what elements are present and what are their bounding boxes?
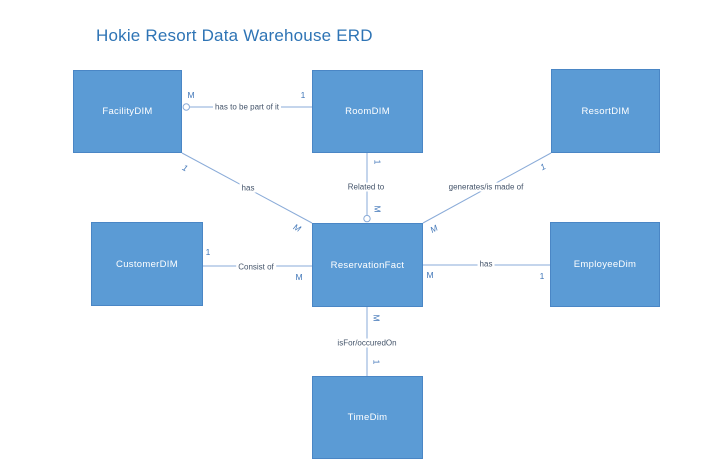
entity-customer-dim[interactable]: CustomerDIM <box>91 222 203 306</box>
entity-label: EmployeeDim <box>573 259 637 270</box>
entity-time-dim[interactable]: TimeDim <box>312 376 423 459</box>
cardinality-reservation-time-reservation-end: M <box>371 314 382 322</box>
cardinality-reservation-time-time-end: 1 <box>371 359 382 365</box>
relationship-label-reservation-employee: has <box>477 259 495 269</box>
relationship-label-resort-reservation: generates/is made of <box>446 182 526 192</box>
entity-employee-dim[interactable]: EmployeeDim <box>550 222 660 307</box>
cardinality-facility-room-facility-end: M <box>187 89 195 100</box>
entity-reservation-fact[interactable]: ReservationFact <box>312 223 423 307</box>
entity-label: FacilityDIM <box>102 106 153 117</box>
cardinality-reservation-employee-employee-end: 1 <box>539 270 545 281</box>
cardinality-customer-reservation-reservation-end: M <box>295 271 303 282</box>
relationship-label-customer-reservation: Consist of <box>236 262 276 272</box>
entity-label: ResortDIM <box>581 105 630 117</box>
connector-circle-facility <box>182 103 191 111</box>
cardinality-facility-room-room-end: 1 <box>300 89 306 100</box>
relationship-label-facility-reservation: has <box>239 183 257 193</box>
cardinality-customer-reservation-customer-end: 1 <box>205 246 211 257</box>
connector-circle-reservation <box>363 214 371 223</box>
entity-label: RoomDIM <box>345 106 390 117</box>
entity-label: ReservationFact <box>330 259 405 271</box>
cardinality-room-reservation-room-end: 1 <box>372 159 383 165</box>
relationship-label-facility-room: has to be part of it <box>212 102 282 112</box>
cardinality-room-reservation-reservation-end: M <box>372 205 383 213</box>
relationship-label-room-reservation: Related to <box>345 182 387 192</box>
entity-label: TimeDim <box>347 412 388 423</box>
entity-facility-dim[interactable]: FacilityDIM <box>73 70 182 153</box>
entity-resort-dim[interactable]: ResortDIM <box>551 69 660 153</box>
entity-label: CustomerDIM <box>116 258 178 270</box>
cardinality-reservation-employee-reservation-end: M <box>426 269 434 280</box>
relationship-label-reservation-time: isFor/occuredOn <box>335 338 399 348</box>
entity-room-dim[interactable]: RoomDIM <box>312 70 423 153</box>
diagram-title: Hokie Resort Data Warehouse ERD <box>96 26 373 45</box>
